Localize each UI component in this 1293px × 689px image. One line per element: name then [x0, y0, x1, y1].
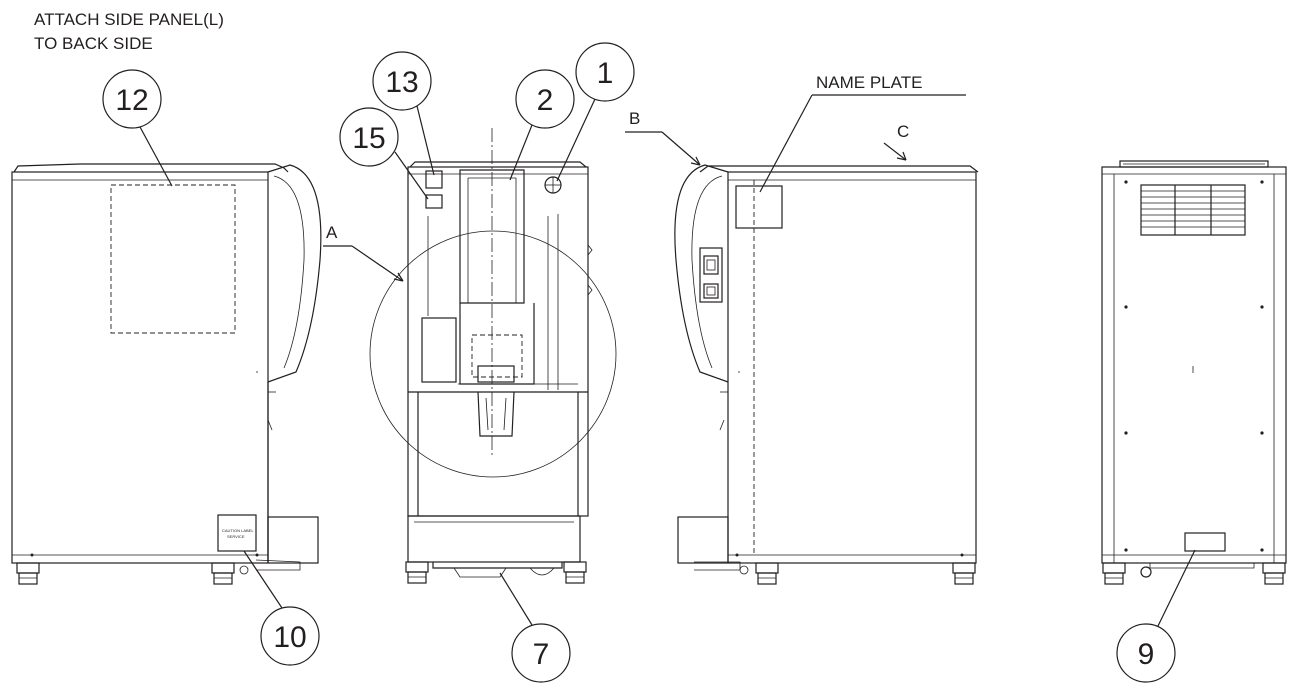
- view-label-c-leader: [883, 142, 907, 161]
- front-view-top: [409, 161, 587, 168]
- name-plate-leader: [759, 94, 813, 193]
- back-view-body: [1101, 166, 1287, 564]
- callout-15-leader: [394, 151, 429, 200]
- back-view-vent-grille: [1140, 184, 1246, 236]
- front-view-dispenser: [459, 303, 535, 385]
- back-view-label: [1184, 532, 1226, 552]
- callout-15-circle: [339, 107, 399, 167]
- right-view-front-curve: [674, 164, 729, 383]
- callout-7-leader: [499, 572, 533, 626]
- callout-9-leader: [1157, 549, 1196, 627]
- front-view-base-tray: [407, 515, 581, 563]
- view-label-a-leader: [351, 245, 404, 282]
- callout-7-circle: [511, 623, 571, 683]
- callout-1-leader: [556, 98, 596, 182]
- view-label-b-leader: [661, 131, 701, 166]
- callout-13-label: 13: [385, 66, 418, 99]
- callout-9-circle: [1116, 623, 1176, 683]
- right-view-switch-panel: [699, 247, 723, 303]
- front-view-body: [407, 166, 589, 517]
- callout-13-leader: [416, 105, 435, 176]
- left-view-front-curve: [267, 164, 322, 383]
- callout-12-label: 12: [115, 84, 148, 117]
- detail-circle-a: [369, 230, 617, 478]
- front-view-center-column: [459, 169, 525, 304]
- callout-2-leader: [509, 124, 533, 181]
- right-side-view: [674, 164, 979, 585]
- view-label-c: C: [897, 122, 909, 141]
- left-side-view: CAUTION LABEL SERVICE: [11, 163, 322, 585]
- back-view: [1101, 160, 1287, 585]
- name-plate: [735, 185, 783, 229]
- left-view-body: [11, 171, 269, 564]
- attach-note-line1: ATTACH SIDE PANEL(L): [34, 10, 224, 29]
- callout-2-circle: [515, 69, 575, 129]
- left-view-top-lid: [13, 163, 289, 173]
- callout-12-leader: [139, 126, 173, 187]
- caution-label: [217, 514, 257, 552]
- callout-10-circle: [260, 606, 320, 666]
- callout-15-label: 15: [352, 122, 385, 155]
- callout-10-leader: [243, 550, 283, 609]
- front-view: [369, 128, 617, 584]
- callout-13-circle: [372, 51, 432, 111]
- right-view-body: [727, 171, 977, 564]
- attach-note-line2: TO BACK SIDE: [34, 34, 153, 53]
- callout-9-label: 9: [1138, 638, 1155, 671]
- side-panel-dashed-area: [110, 184, 236, 334]
- callout-10-label: 10: [273, 621, 306, 654]
- callout-1-label: 1: [597, 57, 614, 90]
- view-label-b: B: [629, 109, 640, 128]
- front-view-nozzle: [477, 391, 515, 437]
- name-plate-note: NAME PLATE: [816, 73, 922, 92]
- callout-12-circle: [102, 69, 162, 129]
- callout-7-label: 7: [533, 638, 550, 671]
- caution-label-line1: CAUTION LABEL: [222, 528, 254, 533]
- right-view-top: [699, 165, 979, 173]
- callout-1-circle: [575, 42, 635, 102]
- caution-label-line2: SERVICE: [227, 534, 245, 539]
- view-label-a: A: [326, 223, 338, 242]
- callout-2-label: 2: [537, 84, 554, 117]
